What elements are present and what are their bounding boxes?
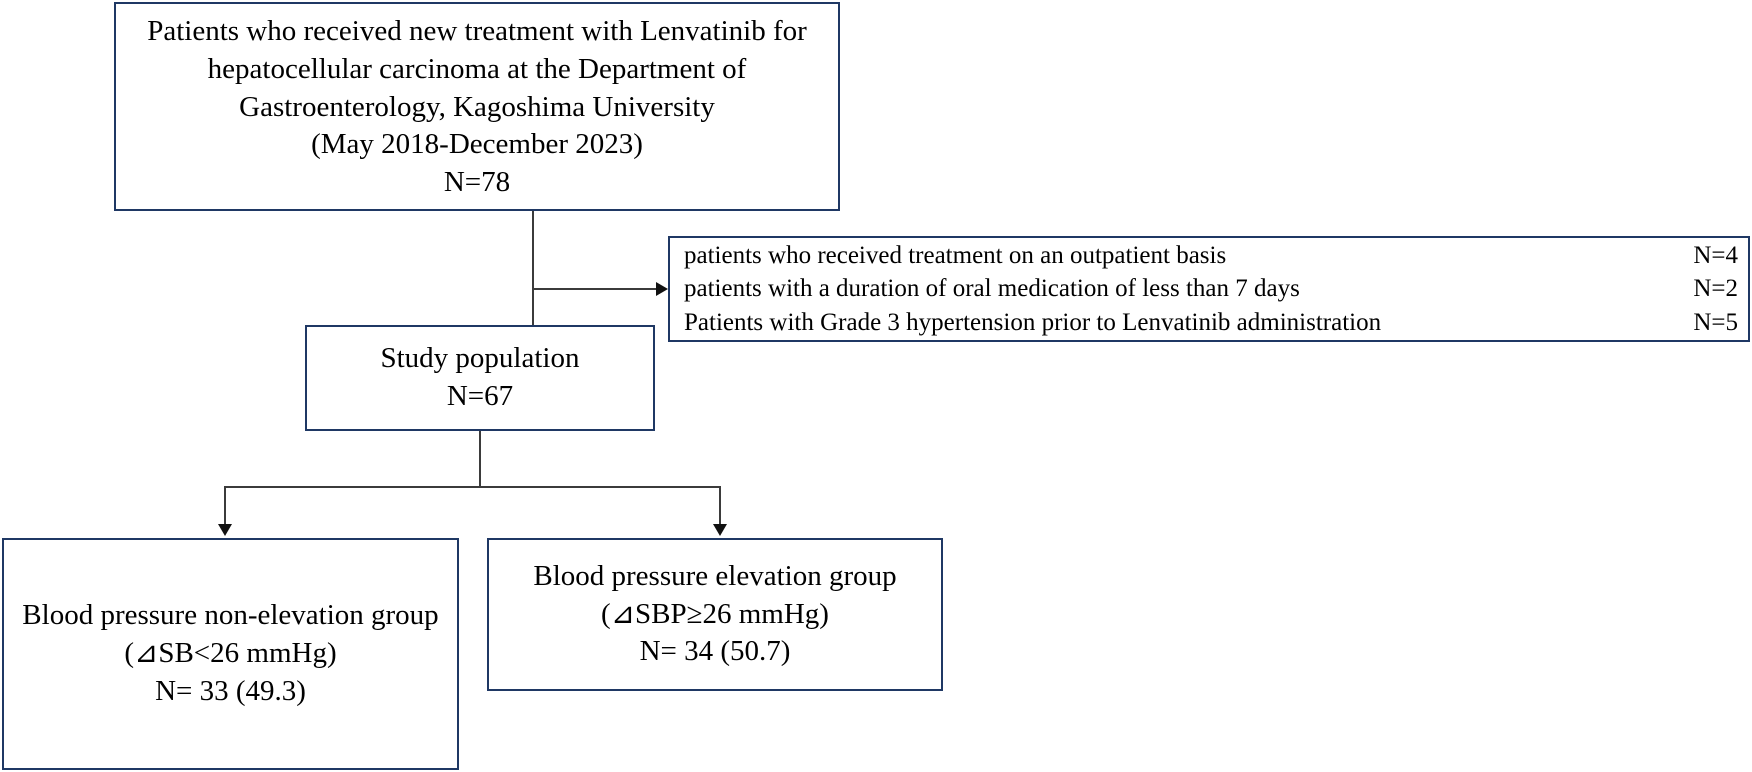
arrowhead-to-elev-group [713, 524, 727, 536]
group-nonelevation-criterion: (⊿SB<26 mmHg) [124, 637, 337, 670]
exclusion-reason: Patients with Grade 3 hypertension prior… [684, 308, 1382, 336]
connector-split-bar [224, 486, 721, 488]
connector-enrollment-to-study [532, 211, 534, 327]
exclusion-row: Patients with Grade 3 hypertension prior… [670, 306, 1748, 339]
group-elevation-count: N= 34 (50.7) [639, 635, 791, 668]
arrowhead-to-nonelev-group [218, 524, 232, 536]
exclusion-count: N=2 [1693, 275, 1738, 303]
study-population-count: N=67 [446, 380, 514, 412]
connector-split-to-nonelev [224, 486, 226, 526]
exclusion-row: patients with a duration of oral medicat… [670, 272, 1748, 305]
node-exclusions: patients who received treatment on an ou… [668, 236, 1750, 342]
group-elevation-title: Blood pressure elevation group [533, 559, 897, 592]
exclusion-row: patients who received treatment on an ou… [670, 239, 1748, 272]
exclusion-count: N=4 [1693, 242, 1738, 270]
study-population-label: Study population [380, 342, 580, 375]
group-elevation-criterion: (⊿SBP≥26 mmHg) [601, 597, 829, 630]
connector-study-to-split [479, 431, 481, 488]
exclusion-count: N=5 [1693, 308, 1738, 336]
node-study-population: Study population N=67 [305, 325, 655, 431]
group-nonelevation-title: Blood pressure non-elevation group [22, 599, 439, 632]
enrollment-line-3: Gastroenterology, Kagoshima University [239, 90, 715, 123]
node-enrollment: Patients who received new treatment with… [114, 2, 840, 211]
connector-stem-to-exclusions [532, 288, 656, 290]
enrollment-line-1: Patients who received new treatment with… [147, 15, 807, 48]
group-nonelevation-count: N= 33 (49.3) [155, 674, 306, 707]
exclusion-reason: patients with a duration of oral medicat… [684, 275, 1300, 303]
enrollment-line-4: (May 2018-December 2023) [311, 128, 643, 161]
node-group-nonelevation: Blood pressure non-elevation group (⊿SB<… [2, 538, 459, 770]
arrowhead-to-exclusions [656, 282, 668, 296]
enrollment-line-2: hepatocellular carcinoma at the Departme… [207, 52, 747, 85]
connector-split-to-elev [719, 486, 721, 526]
exclusion-reason: patients who received treatment on an ou… [684, 242, 1227, 270]
node-group-elevation: Blood pressure elevation group (⊿SBP≥26 … [487, 538, 943, 691]
enrollment-count: N=78 [443, 166, 511, 199]
